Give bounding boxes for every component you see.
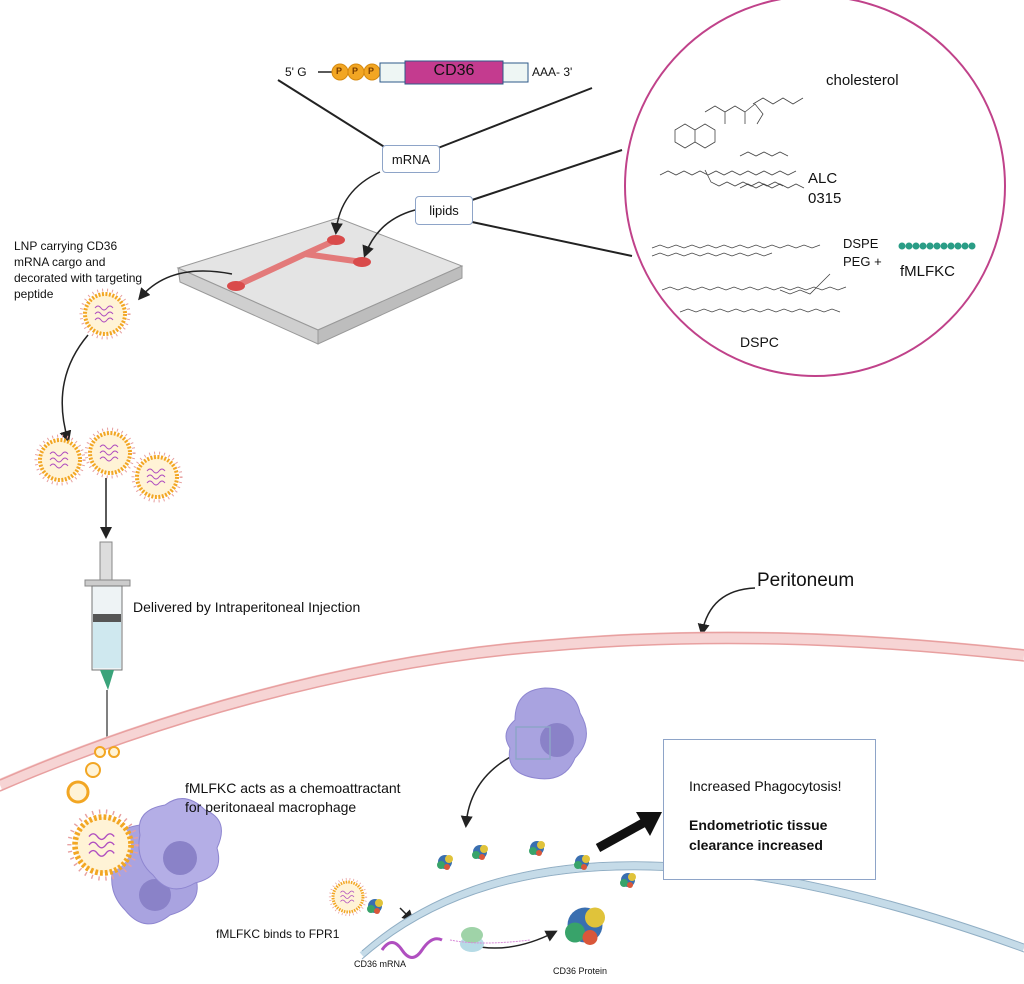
ribosome-icon	[449, 927, 531, 952]
lnp-icon	[328, 877, 368, 917]
receptor-protein-icon	[367, 899, 383, 914]
syringe-icon	[84, 541, 131, 745]
cd36-protein-label: CD36 Protein	[553, 966, 608, 976]
outcome-line: Increased Phagocytosis!	[689, 778, 842, 794]
mrna-box: mRNA	[382, 145, 440, 173]
molecule-structures	[651, 97, 847, 313]
gene-label: CD36	[433, 62, 475, 79]
outcome-box: Increased Phagocytosis! Endometriotic ti…	[663, 739, 876, 880]
lnp-small-group	[66, 746, 120, 804]
lnp-description-line: LNP carrying CD36	[14, 239, 118, 253]
peritoneum-label: Peritoneum	[757, 570, 855, 591]
lipids-box: lipids	[415, 196, 473, 225]
cell-membrane	[359, 861, 1024, 960]
macrophage-icon	[505, 687, 587, 780]
peritoneum-membrane	[0, 631, 1024, 792]
lnp-description-line: decorated with targeting	[14, 271, 143, 285]
dspe-label: DSPE	[843, 236, 879, 251]
three-prime-label: AAA- 3'	[532, 65, 573, 79]
receptor-protein-icon	[472, 845, 488, 860]
five-prime-label: 5' G	[285, 65, 307, 79]
peptide-chain-icon	[898, 242, 976, 250]
chemoattractant-line: fMLFKC acts as a chemoattractant	[185, 780, 401, 796]
phosphate-label: P	[368, 66, 375, 76]
peg-label: PEG +	[843, 254, 882, 269]
binding-label: fMLFKC binds to FPR1	[216, 927, 340, 941]
big-arrow-icon	[595, 818, 648, 852]
outcome-bold-line: clearance increased	[689, 837, 823, 853]
cholesterol-label: cholesterol	[826, 72, 899, 89]
outcome-bold: Endometriotic tissue clearance increased	[689, 815, 827, 855]
lnp-icon	[84, 427, 136, 479]
chemoattractant-line: for peritonaeal macrophage	[185, 799, 357, 815]
lnp-description: LNP carrying CD36 mRNA cargo and decorat…	[14, 238, 142, 302]
alc-label-number: 0315	[808, 190, 842, 207]
receptor-protein-icon	[437, 855, 453, 870]
injection-label: Delivered by Intraperitoneal Injection	[133, 599, 361, 615]
phosphate-label: P	[336, 66, 343, 76]
receptor-protein-icon	[529, 841, 545, 856]
chemoattractant-label: fMLFKC acts as a chemoattractant for per…	[185, 779, 401, 817]
fmlfkc-label: fMLFKC	[900, 263, 956, 280]
cd36-protein-icon	[565, 907, 605, 945]
lnp-icon	[34, 434, 86, 486]
dspc-label: DSPC	[740, 334, 779, 350]
phosphate-label: P	[352, 66, 359, 76]
connector-lines	[277, 79, 633, 257]
alc-label: ALC	[808, 170, 838, 187]
mrna-strand-icon	[380, 937, 443, 959]
receptor-protein-icon	[620, 873, 636, 888]
lnp-description-line: peptide	[14, 287, 54, 301]
lnp-description-line: mRNA cargo and	[14, 255, 106, 269]
macrophage-icon	[111, 798, 222, 925]
lipid-circle	[624, 0, 1006, 377]
microfluidic-chip-icon	[176, 217, 464, 345]
mrna-construct	[318, 60, 529, 85]
outcome-bold-line: Endometriotic tissue	[689, 817, 828, 833]
cd36-mrna-label: CD36 mRNA	[354, 959, 407, 969]
lnp-icon	[131, 451, 183, 503]
